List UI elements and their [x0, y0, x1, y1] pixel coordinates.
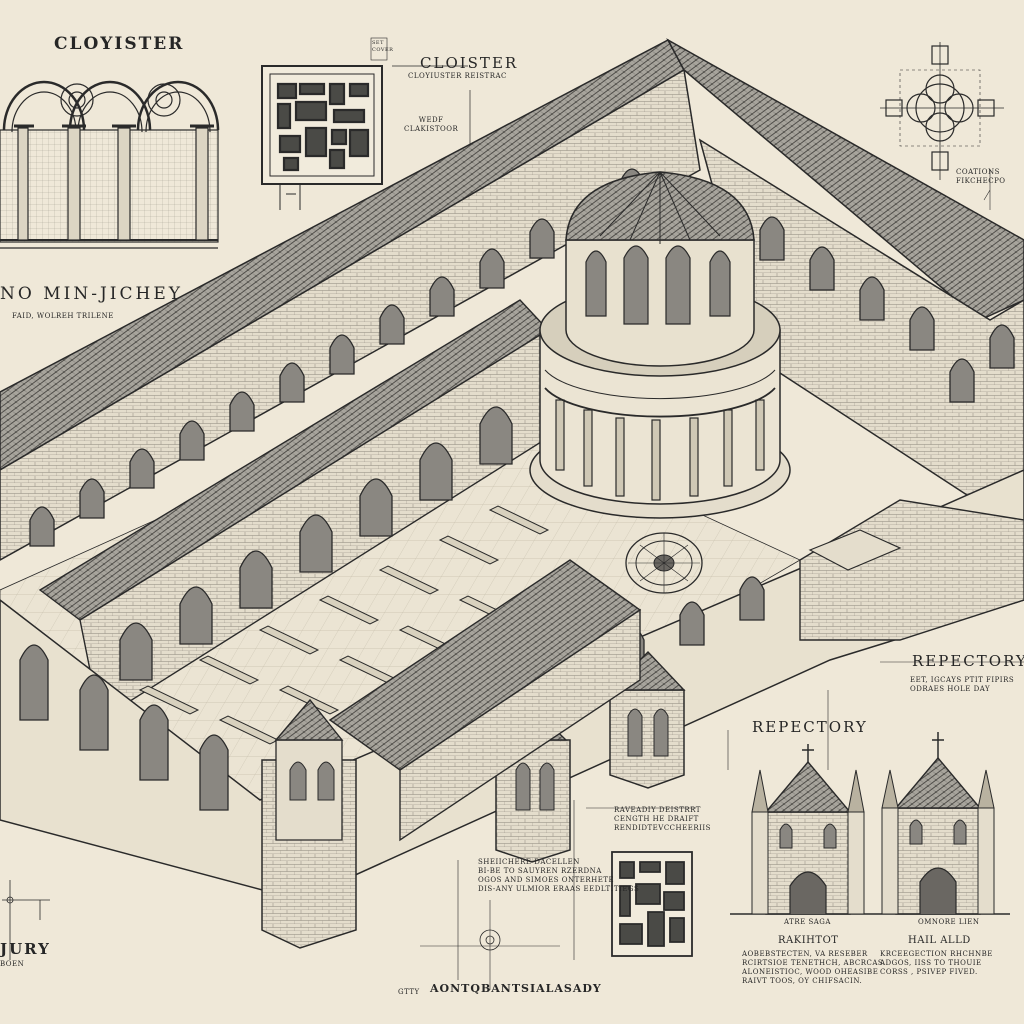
rotunda: [529, 171, 791, 519]
bottom-center-small: GTTY: [398, 988, 420, 996]
elev-right-text: KRCEEGECTION RHCHNBE ADGOS, IISS TO THOU…: [880, 950, 993, 976]
elev-right-tag: OMNORE LIEN: [918, 918, 980, 926]
cloister-title-left: CLOYISTER: [54, 34, 185, 54]
scale-marks: [2, 880, 50, 960]
cloister-elevation: [0, 80, 220, 249]
front-towers: [261, 499, 1024, 949]
elev-left-title: RAKIHTOT: [778, 935, 839, 946]
callout-lines: [457, 170, 1024, 980]
lower-note: SHEIICHERE DACELLEN BI-BE TO SAUYREN RZE…: [478, 858, 640, 893]
bottom-left-label: JURY: [0, 940, 51, 958]
plan-side-note: WEDF CLAKISTOOR: [404, 116, 459, 133]
compass-detail: [420, 900, 560, 990]
cloister-plan: [261, 37, 471, 210]
cloister-plan-subtitle: CLOYIUSTER REISTRAC: [408, 72, 507, 80]
left-heading: NO MIN-JICHEY: [0, 284, 183, 304]
floor-medallion: [625, 532, 703, 594]
elev-left-tag: ATRE SAGA: [784, 918, 831, 926]
bottom-center-title: AONTQBANTSIALASADY: [430, 982, 602, 995]
elev-left-text: AOBEBSTECTEN, VA RESEBER RCIRTSIOE TENET…: [742, 950, 884, 985]
elev-right-title: HAIL ALLD: [908, 935, 971, 946]
cross-caption: COATIONS FIKCHECPO: [956, 168, 1006, 185]
cross-ornament: [880, 42, 1004, 180]
lower-plan: [611, 851, 693, 957]
repectory-right-title: REPECTORY: [912, 652, 1024, 670]
cloister-plan-title: CLOISTER: [420, 54, 519, 72]
arcade-arches: [19, 168, 1015, 811]
repectory-elevations: [730, 732, 1010, 915]
repectory-right-sub: EET, IGCAYS PTIT FIPIRS ODRAES HOLE DAY: [910, 676, 1015, 693]
center-note: RAVEADIY DEISTRRT CENGTH HE DRAIFT RENDI…: [614, 806, 711, 832]
repectory-center-title: REPECTORY: [752, 718, 868, 736]
bottom-left-sublabel: BOEN: [0, 960, 25, 968]
plan-corner-tag: SET COVER: [372, 40, 394, 53]
left-heading-sub: FAID, WOLREH TRILENE: [12, 312, 114, 320]
